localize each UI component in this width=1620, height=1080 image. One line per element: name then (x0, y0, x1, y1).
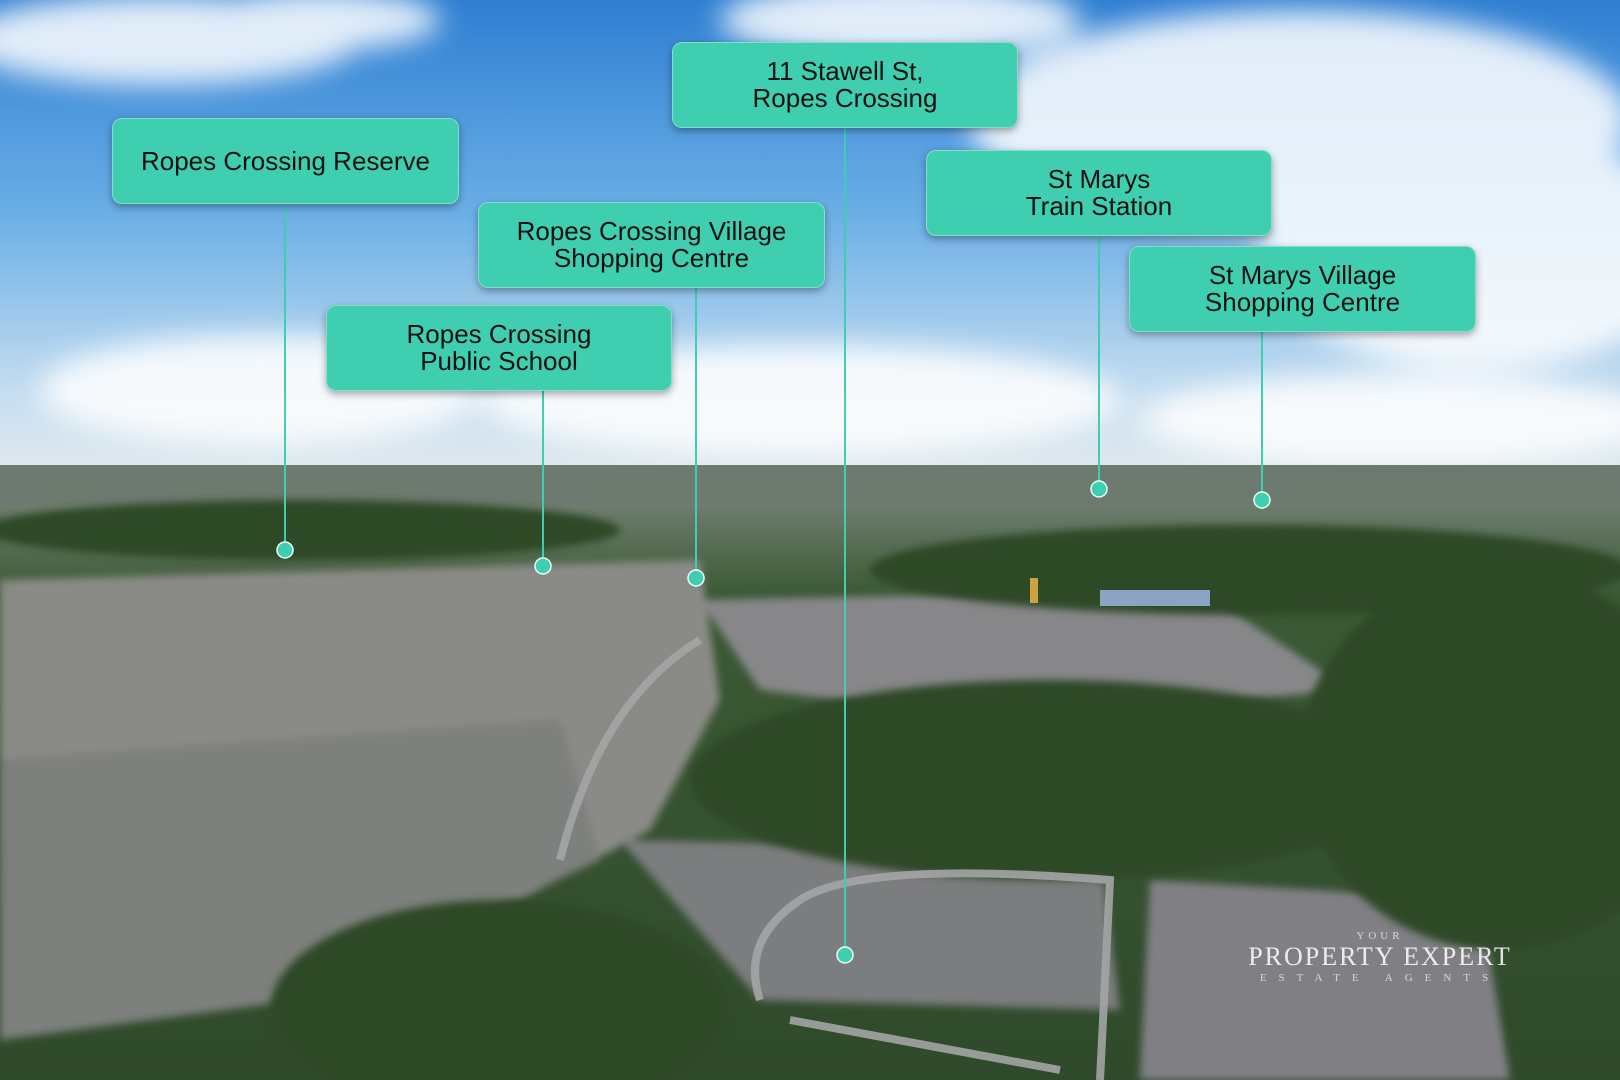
agency-watermark: YOUR PROPERTY EXPERT ESTATE AGENTS (1210, 930, 1550, 984)
label-train: St Marys Train Station (926, 150, 1272, 236)
pin-reserve (276, 541, 294, 559)
pin-property (836, 946, 854, 964)
label-property-line2: Ropes Crossing (752, 83, 938, 113)
watermark-sub: ESTATE AGENTS (1259, 972, 1501, 984)
label-reserve: Ropes Crossing Reserve (112, 118, 459, 204)
label-reserve-line1: Ropes Crossing Reserve (140, 145, 430, 176)
label-st-marys-centre-line1: St Marys Village (1208, 260, 1397, 290)
label-village-centre: Ropes Crossing Village Shopping Centre (478, 202, 825, 288)
pin-train (1090, 480, 1108, 498)
label-village-centre-line2: Shopping Centre (553, 243, 750, 273)
label-school-line1: Ropes Crossing (406, 319, 592, 349)
label-train-line1: St Marys (1047, 164, 1151, 194)
label-property-line1: 11 Stawell St, (766, 56, 924, 86)
watermark-main: PROPERTY EXPERT (1248, 942, 1512, 971)
label-school-line2: Public School (420, 346, 578, 376)
pin-school (534, 557, 552, 575)
label-village-centre-line1: Ropes Crossing Village (516, 216, 787, 246)
label-st-marys-centre: St Marys Village Shopping Centre (1129, 246, 1476, 332)
label-train-line2: Train Station (1025, 191, 1173, 221)
watermark-top: YOUR (1356, 930, 1404, 942)
pin-st-marys-centre (1253, 491, 1271, 509)
label-property: 11 Stawell St, Ropes Crossing (672, 42, 1018, 128)
pin-village-centre (687, 569, 705, 587)
label-st-marys-centre-line2: Shopping Centre (1204, 287, 1401, 317)
label-school: Ropes Crossing Public School (326, 305, 672, 391)
